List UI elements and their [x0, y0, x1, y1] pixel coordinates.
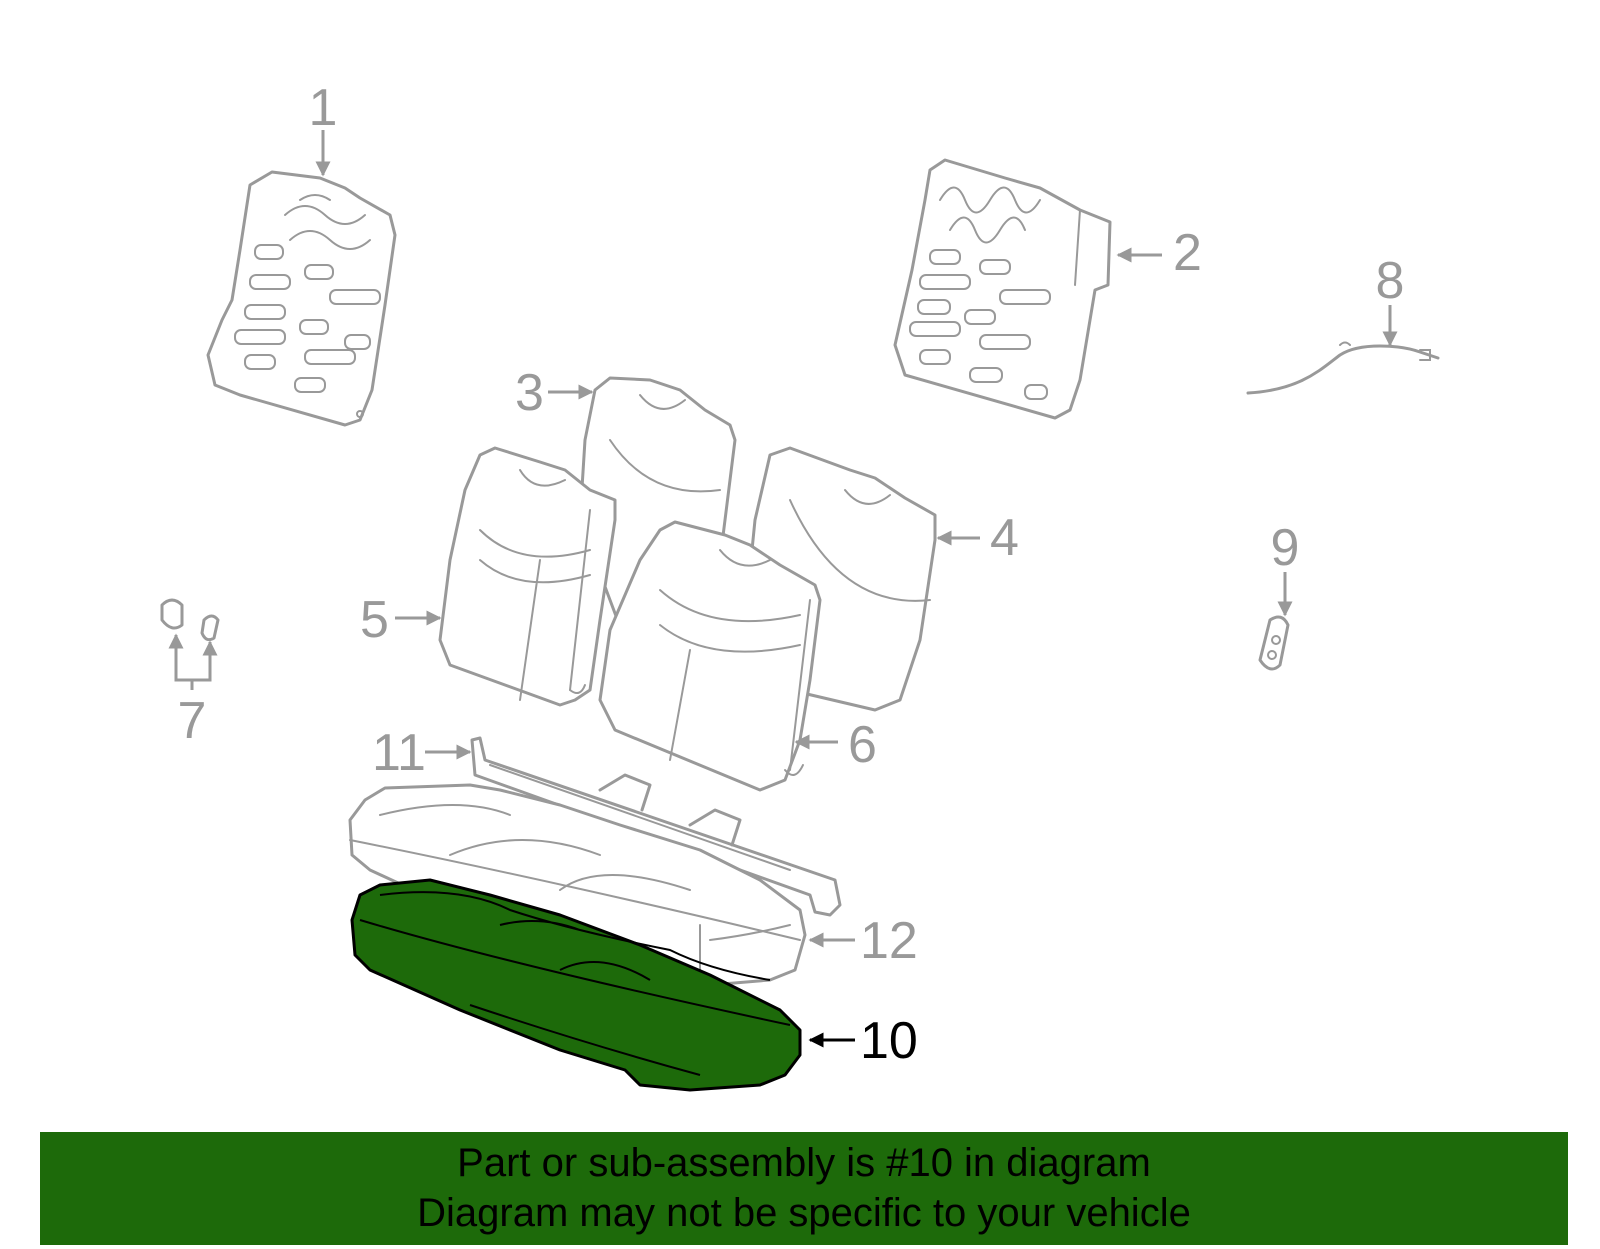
callout-1: 1 — [309, 79, 338, 177]
callout-6: 6 — [794, 716, 877, 774]
part-6-seatback-cover-right-front — [598, 520, 822, 792]
callout-3-label: 3 — [515, 364, 544, 422]
callout-6-label: 6 — [848, 716, 877, 774]
callout-2-label: 2 — [1173, 224, 1202, 282]
callout-8: 8 — [1376, 252, 1405, 347]
info-banner: Part or sub-assembly is #10 in diagram D… — [40, 1132, 1568, 1245]
part-9-bracket — [1258, 615, 1290, 671]
banner-line-1: Part or sub-assembly is #10 in diagram — [457, 1141, 1151, 1185]
part-1-seatback-frame-left — [206, 170, 397, 427]
callout-7-label: 7 — [178, 692, 207, 750]
part-2-seatback-frame-right — [893, 158, 1112, 420]
callout-9: 9 — [1271, 519, 1300, 617]
callout-4: 4 — [936, 509, 1019, 567]
callout-5: 5 — [360, 591, 442, 649]
callout-5-label: 5 — [360, 591, 389, 649]
part-10-seat-cushion-highlighted — [350, 878, 802, 1092]
callout-1-label: 1 — [309, 79, 338, 137]
callout-7: 7 — [168, 633, 218, 750]
part-8-cable — [1246, 341, 1440, 395]
callout-11: 11 — [372, 724, 472, 782]
callout-12-label: 12 — [860, 912, 918, 970]
callout-10-label: 10 — [860, 1012, 918, 1070]
callout-12: 12 — [808, 912, 918, 970]
callout-3: 3 — [515, 364, 594, 422]
part-5-seatback-cover-left — [438, 446, 617, 707]
callout-8-label: 8 — [1376, 252, 1405, 310]
part-7-clips — [160, 598, 220, 642]
parts-diagram: 1 2 3 4 5 6 7 8 9 10 11 12 — [160, 79, 1440, 1092]
callout-4-label: 4 — [990, 509, 1019, 567]
banner-line-2: Diagram may not be specific to your vehi… — [417, 1191, 1191, 1235]
part-12-seat-cushion-cover — [348, 783, 807, 987]
callout-10: 10 — [808, 1012, 918, 1070]
callout-9-label: 9 — [1271, 519, 1300, 577]
callout-2: 2 — [1116, 224, 1202, 282]
callout-11-label: 11 — [372, 724, 426, 782]
